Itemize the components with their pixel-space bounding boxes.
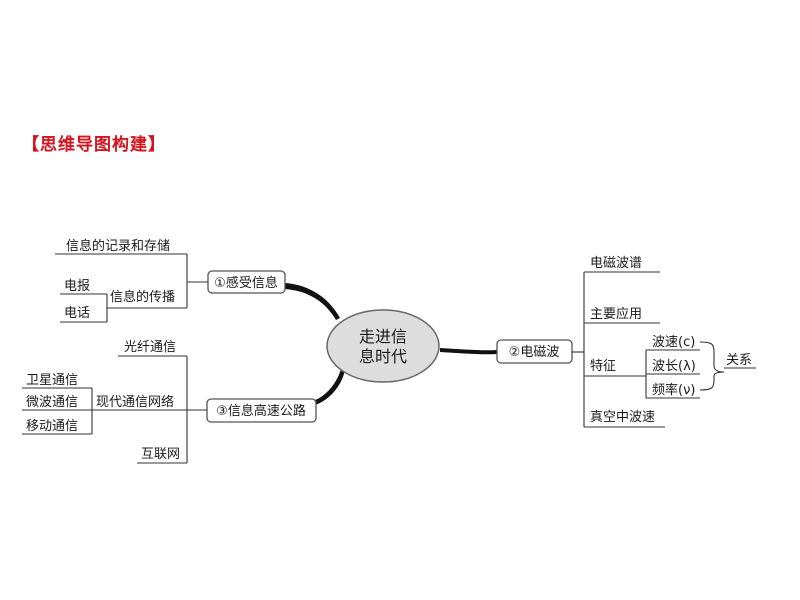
node-electromagnetic-wave-label: ②电磁波: [509, 345, 560, 360]
node-information-highway: ③信息高速公路: [206, 398, 317, 423]
branch-spread: 信息的传播: [110, 289, 175, 305]
branch-feature: 特征: [590, 359, 616, 374]
node-sense-information: ①感受信息: [207, 270, 286, 294]
center-line-2: 息时代: [359, 347, 407, 366]
connector-center-to-left-bottom: [315, 369, 345, 405]
branch-spectrum: 电磁波谱: [590, 256, 642, 271]
branch-application: 主要应用: [590, 306, 642, 322]
connector-center-to-left-top: [285, 283, 340, 320]
modern-item-microwave: 微波通信: [26, 395, 78, 410]
relation-label: 关系: [726, 353, 752, 368]
connector-center-to-right: [440, 348, 497, 355]
page-heading: 【思维导图构建】: [22, 135, 166, 155]
branch-modern-network: 现代通信网络: [96, 394, 174, 410]
modern-item-satellite: 卫星通信: [26, 373, 78, 388]
center-line-1: 走进信: [359, 327, 407, 346]
node-electromagnetic-wave: ②电磁波: [496, 339, 573, 364]
spread-item-telephone: 电话: [64, 306, 90, 321]
node-information-highway-label: ③信息高速公路: [216, 403, 306, 419]
node-sense-information-label: ①感受信息: [214, 275, 278, 291]
modern-item-mobile: 移动通信: [26, 419, 78, 434]
branch-fiber: 光纤通信: [124, 340, 176, 355]
feature-item-wavelength: 波长(λ): [652, 359, 696, 374]
branch-record-store: 信息的记录和存储: [66, 238, 170, 254]
feature-item-frequency: 频率(ν): [652, 382, 695, 398]
feature-item-speed: 波速(c): [652, 335, 695, 350]
center-node: 走进信 息时代: [326, 309, 440, 383]
branch-vacuum-speed: 真空中波速: [590, 410, 655, 425]
spread-item-telegraph: 电报: [64, 279, 90, 294]
branch-internet: 互联网: [141, 447, 180, 462]
